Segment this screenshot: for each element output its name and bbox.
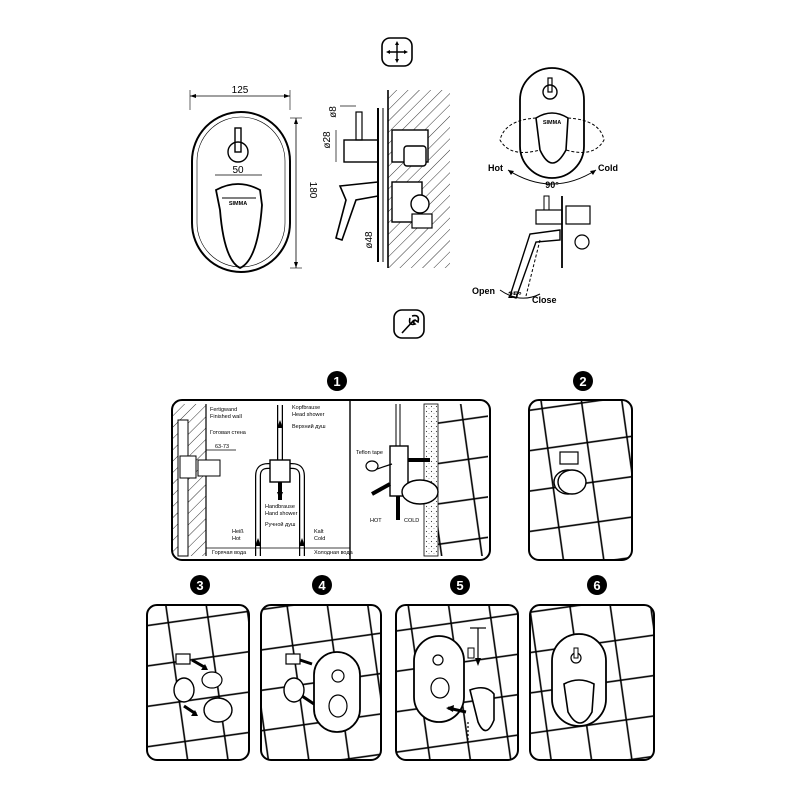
step-5-panel <box>395 604 519 761</box>
depth-range: 63-73 <box>215 444 229 450</box>
head-shower-en: Head shower <box>292 412 325 418</box>
cross-level-icon <box>381 37 413 67</box>
finished-wall-de: Fertigwand <box>210 407 237 413</box>
hand-shower-en: Hand shower <box>265 511 298 517</box>
svg-text:6: 6 <box>593 578 600 593</box>
hot-label: Hot <box>488 163 503 173</box>
step-badge-4: 4 <box>312 575 332 595</box>
head-shower-de: Kopfbrause <box>292 405 320 411</box>
cold-de: Kalt <box>314 529 324 535</box>
step-3-panel <box>146 604 250 761</box>
handle-offset-dimension: 50 <box>232 165 244 176</box>
front-view-drawing: 125 180 50 SIMMA <box>189 85 318 273</box>
brand-logo-small: SIMMA <box>543 120 561 126</box>
cold-en: Cold <box>314 536 325 542</box>
step-2-panel <box>528 399 633 561</box>
step-badge-6: 6 <box>587 575 607 595</box>
diameter-8: ø8 <box>328 106 339 118</box>
diameter-28: ø28 <box>322 131 333 149</box>
width-dimension: 125 <box>232 85 249 96</box>
open-label: Open <box>472 286 495 296</box>
finished-wall-ru: Готовая стена <box>210 430 247 436</box>
hot-ru: Горячая вода <box>212 550 247 556</box>
step-1-panel: 63-73 Fertigwand Finished wall Готовая с… <box>171 399 491 561</box>
step-badge-2: 2 <box>573 371 593 391</box>
hot-caps-label: HOT <box>370 518 382 524</box>
hot-en: Hot <box>232 536 241 542</box>
angle-horizontal: 90° <box>545 180 559 190</box>
brand-logo: SIMMA <box>229 201 247 207</box>
hand-shower-ru: Ручной душ <box>265 521 296 528</box>
svg-text:1: 1 <box>333 374 340 389</box>
step-badge-1: 1 <box>327 371 347 391</box>
angle-vertical: 25° <box>508 290 522 300</box>
svg-text:2: 2 <box>579 374 586 389</box>
rotation-side-view: Open Close 25° <box>472 195 591 305</box>
teflon-tape-label: Teflon tape <box>356 450 383 456</box>
step-4-panel <box>260 604 382 761</box>
step-6-panel <box>529 604 655 761</box>
svg-text:4: 4 <box>318 578 326 593</box>
cold-ru: Холодная вода <box>314 550 354 556</box>
cold-label: Cold <box>598 163 618 173</box>
head-shower-ru: Верхний душ <box>292 423 326 430</box>
wrench-icon <box>393 309 425 339</box>
diameter-48: ø48 <box>364 231 375 249</box>
cold-caps-label: COLD <box>404 518 419 524</box>
rotation-front-view: SIMMA Hot Cold 90° <box>488 67 618 190</box>
hand-shower-de: Handbrause <box>265 504 295 510</box>
step-badge-5: 5 <box>450 575 470 595</box>
hot-de: Heiß <box>232 529 244 535</box>
finished-wall-en: Finished wall <box>210 414 242 420</box>
height-dimension: 180 <box>307 182 318 199</box>
close-label: Close <box>532 295 557 305</box>
side-section-drawing: ø8 ø28 ø48 <box>322 90 450 268</box>
svg-text:5: 5 <box>456 578 463 593</box>
svg-text:3: 3 <box>196 578 203 593</box>
step-badge-3: 3 <box>190 575 210 595</box>
